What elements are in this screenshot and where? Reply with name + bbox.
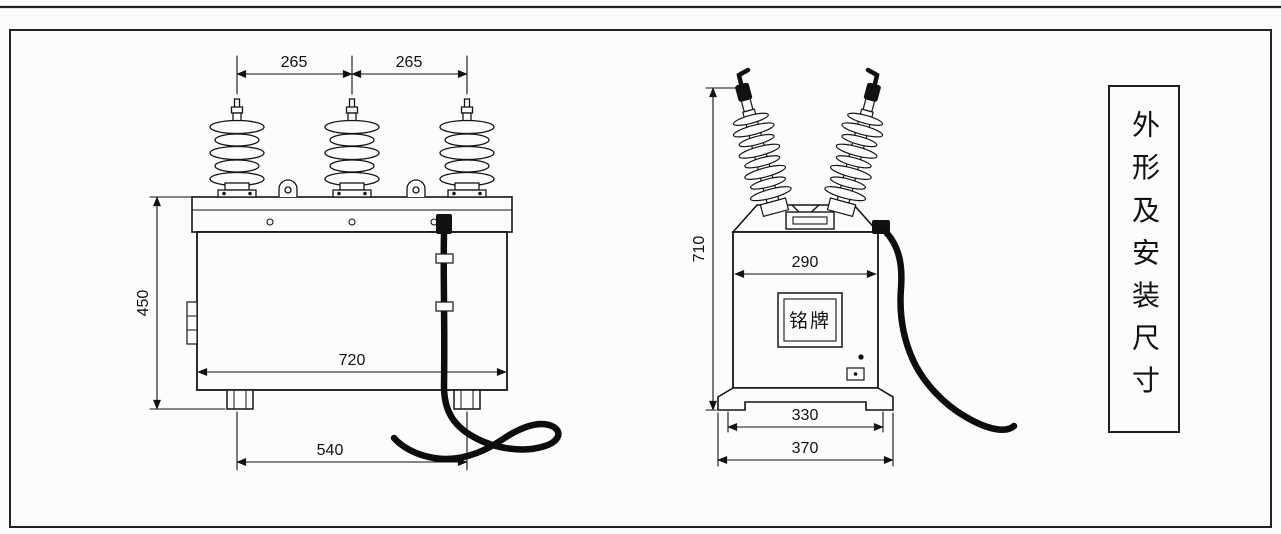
dim-label-370: 370 — [792, 440, 819, 457]
dim-label-540: 540 — [317, 442, 344, 459]
dim-holes-330 — [727, 411, 884, 433]
cable-front — [390, 214, 562, 463]
side-view: 290 铭牌 710 330 — [691, 67, 1018, 467]
mounting-feet — [226, 389, 481, 410]
base-pedestal — [717, 387, 894, 411]
insulator-side-right — [819, 78, 896, 220]
front-view: 265 265 — [135, 54, 562, 471]
cable-side — [872, 220, 1018, 433]
insulator-side-left — [720, 78, 797, 220]
dim-mounting-540 — [236, 411, 468, 471]
insulator-front-right — [439, 98, 495, 198]
dim-height-450 — [149, 196, 226, 410]
top-handle — [785, 211, 835, 230]
dim-label-330: 330 — [792, 407, 819, 424]
insulator-front-left — [209, 98, 265, 198]
fitting-dot — [858, 354, 864, 360]
tank-top-plate — [191, 196, 513, 233]
terminal-clamp-right — [865, 67, 880, 91]
dim-top-spacing — [236, 55, 468, 95]
terminal-clamp-left — [736, 67, 751, 91]
dim-label-450: 450 — [135, 290, 152, 317]
nameplate-label: 铭牌 — [789, 310, 831, 332]
dim-label-710: 710 — [691, 236, 708, 263]
tank-body — [186, 231, 508, 391]
nameplate: 铭牌 — [777, 292, 843, 348]
dim-label-290: 290 — [792, 254, 819, 271]
dim-label-265-right: 265 — [396, 54, 423, 71]
dim-base-370 — [717, 412, 894, 467]
insulator-front-center — [324, 98, 380, 198]
dim-label-265-left: 265 — [281, 54, 308, 71]
frame-border — [9, 29, 1272, 528]
page-title: 外形及安装尺寸 — [1129, 110, 1160, 408]
dim-height-710 — [705, 87, 741, 411]
lifting-lugs — [278, 179, 426, 198]
dim-label-720: 720 — [339, 352, 366, 369]
title-panel: 外形及安装尺寸 — [1108, 85, 1180, 433]
fitting-box — [846, 367, 865, 381]
